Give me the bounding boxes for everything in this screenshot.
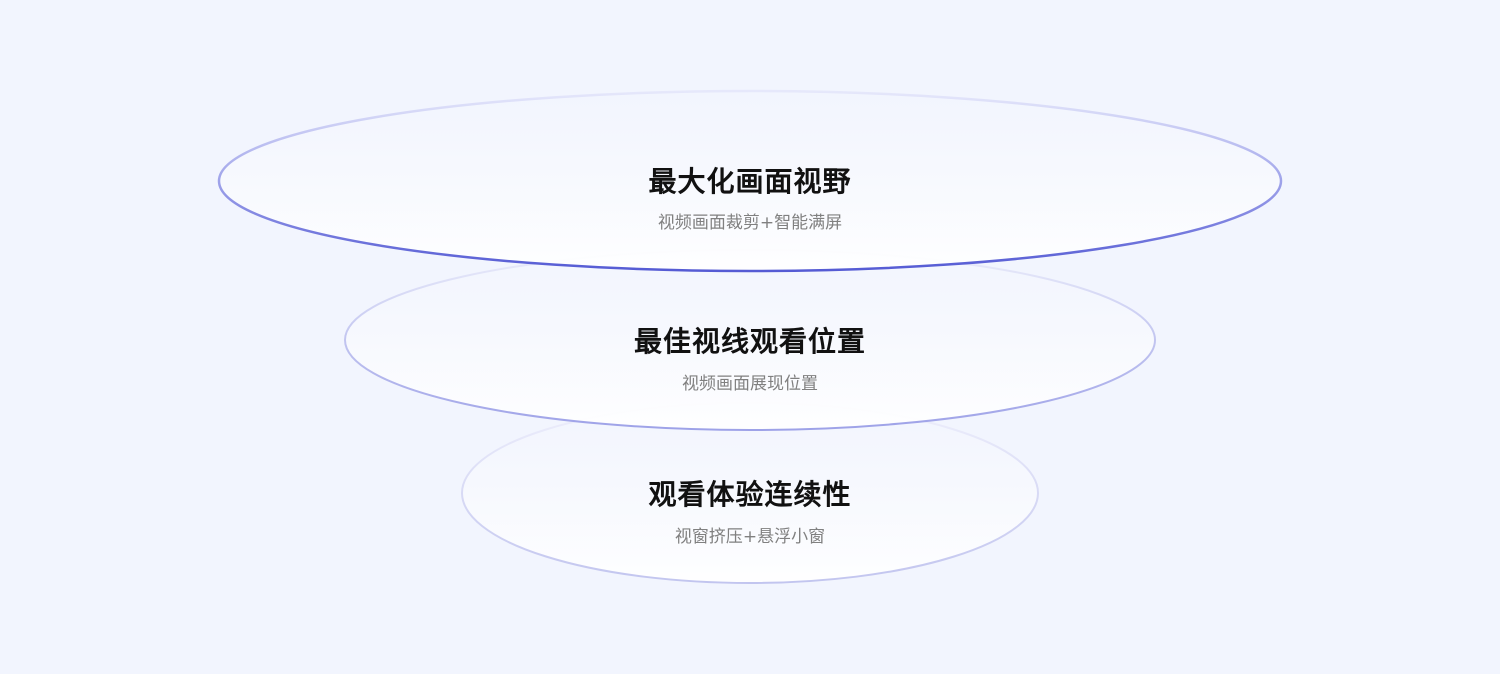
layer-2-title: 最佳视线观看位置	[633, 325, 866, 358]
layer-3-title: 观看体验连续性	[648, 478, 852, 511]
layer-2-subtitle: 视频画面展现位置	[682, 374, 818, 394]
layer-1-subtitle: 视频画面裁剪+智能满屏	[657, 213, 843, 233]
layer-1-title: 最大化画面视野	[648, 165, 852, 198]
layer-ellipse-1	[217, 89, 1283, 273]
layer-3-subtitle: 视窗挤压+悬浮小窗	[674, 527, 826, 547]
